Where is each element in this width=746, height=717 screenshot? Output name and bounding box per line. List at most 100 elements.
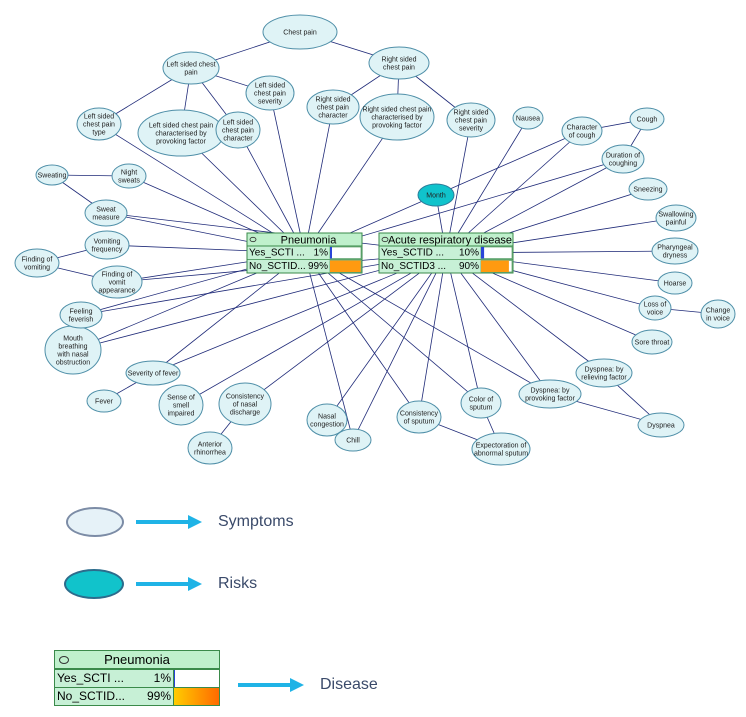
symptom-node-sneezing[interactable]: Sneezing xyxy=(628,177,668,201)
node-ellipse xyxy=(628,177,668,201)
node-ellipse xyxy=(359,93,435,141)
symptom-node-sev-fever[interactable]: Severity of fever xyxy=(125,360,181,386)
legend-symptoms: Symptoms xyxy=(66,507,294,537)
disease-row-label: No_SCTID...99% xyxy=(57,689,171,703)
node-ellipse xyxy=(334,428,372,452)
symptom-node-sweating[interactable]: Sweating xyxy=(35,164,69,186)
symptom-node-sore-throat[interactable]: Sore throat xyxy=(631,329,673,355)
node-label: relieving factor xyxy=(581,375,627,382)
node-ellipse xyxy=(59,301,103,329)
node-ellipse xyxy=(601,144,645,174)
node-label: Left sided chest pain xyxy=(149,123,213,130)
symptom-node-hoarse[interactable]: Hoarse xyxy=(657,271,693,295)
symptom-node-dyspnea[interactable]: Dyspnea xyxy=(637,412,685,438)
node-ellipse xyxy=(637,412,685,438)
edge-pneumonia-right_cp_char xyxy=(304,106,334,254)
node-label: chest pain xyxy=(383,65,415,72)
node-label: provoking factor xyxy=(156,139,206,146)
node-label: chest pain xyxy=(222,128,254,135)
node-ellipse xyxy=(700,299,736,329)
node-label: congestion xyxy=(310,422,344,429)
node-label: Mouth xyxy=(63,336,83,343)
node-label: Cough xyxy=(637,117,658,124)
node-label: Right sided xyxy=(453,110,488,117)
edge-ard-nausea xyxy=(445,117,529,254)
collapse-icon[interactable] xyxy=(381,236,389,243)
node-label: Loss of xyxy=(644,302,667,309)
node-label: provoking factor xyxy=(525,396,575,403)
edge-ard-cons_sputum xyxy=(418,252,447,418)
node-label: impaired xyxy=(168,411,195,418)
edge-ard-chill xyxy=(352,252,447,441)
node-ellipse xyxy=(629,107,665,131)
symptom-node-chill[interactable]: Chill xyxy=(334,428,372,452)
edge-ard-dysp_prov xyxy=(445,252,551,395)
disease-row-bar xyxy=(173,688,219,705)
node-ellipse xyxy=(125,360,181,386)
collapse-icon[interactable] xyxy=(249,236,257,243)
node-label: appearance xyxy=(99,288,136,295)
node-label: chest pain xyxy=(317,105,349,112)
probability-fill xyxy=(481,247,485,259)
disease-node-title: Pneumonia xyxy=(55,651,219,669)
node-label: Sneezing xyxy=(633,187,662,194)
node-label: smell xyxy=(173,403,190,410)
node-ellipse xyxy=(245,75,295,111)
symptom-node-chest-pain[interactable]: Chest pain xyxy=(262,14,338,50)
node-ellipse xyxy=(651,237,699,265)
node-ellipse xyxy=(306,89,360,125)
probability-fill xyxy=(330,247,332,259)
symptom-node-fever[interactable]: Fever xyxy=(86,389,122,413)
disease-row-no: No_SCTID...99% xyxy=(55,687,219,705)
edge-ard-color_sputum xyxy=(445,252,482,404)
symptom-node-cough[interactable]: Cough xyxy=(629,107,665,131)
node-ellipse xyxy=(512,106,544,130)
risk-node-month[interactable]: Month xyxy=(417,183,455,207)
node-ellipse xyxy=(187,431,233,465)
node-label: chest pain xyxy=(83,122,115,129)
node-label: severity xyxy=(258,99,283,106)
node-ellipse xyxy=(84,230,130,260)
arrow-right-icon xyxy=(136,515,206,529)
edge-ard-cons_nasal xyxy=(244,252,447,405)
disease-state-label: Yes_SCTI ... xyxy=(249,248,305,259)
node-label: Left sided xyxy=(84,114,114,121)
node-label: Nasal xyxy=(318,414,336,421)
node-label: Dyspnea: by xyxy=(531,388,570,395)
node-ellipse xyxy=(35,164,69,186)
symptom-node-nausea[interactable]: Nausea xyxy=(512,106,544,130)
